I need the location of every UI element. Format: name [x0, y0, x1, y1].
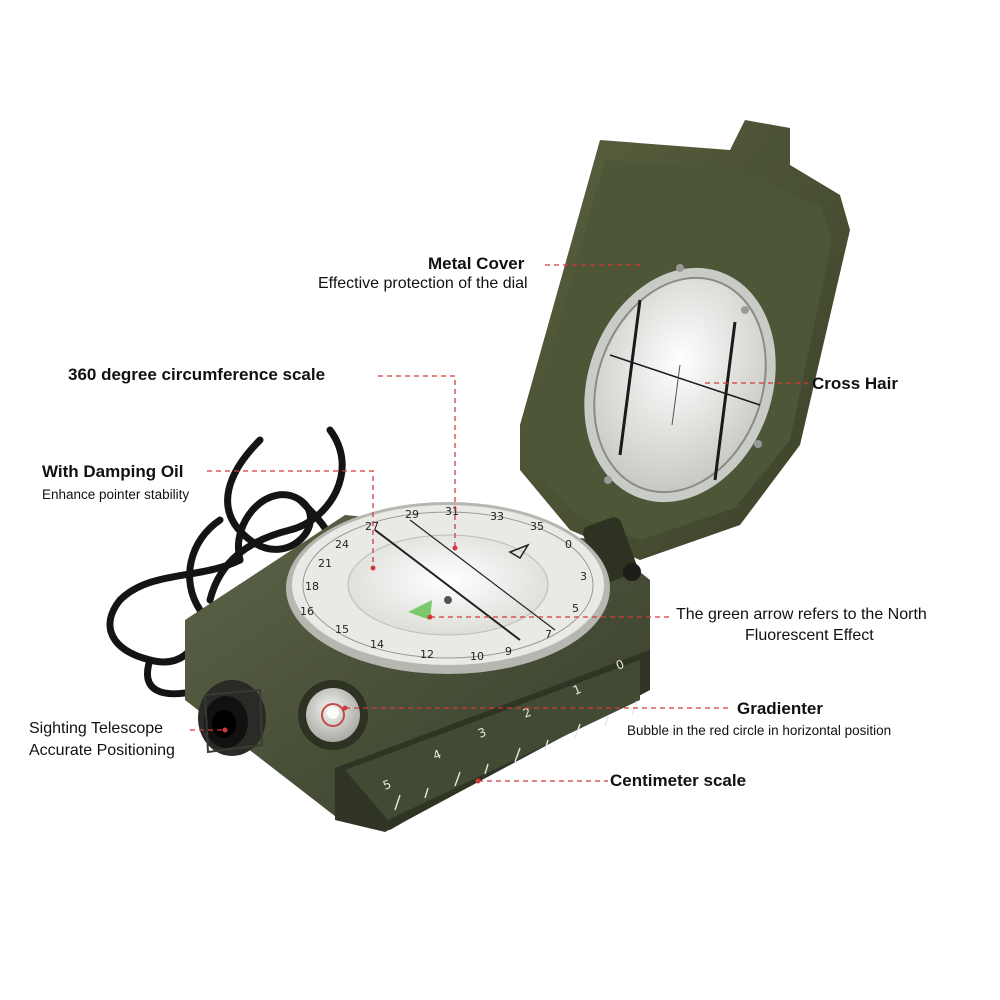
cm-scale-title: Centimeter scale [610, 771, 747, 790]
svg-text:10: 10 [470, 650, 484, 663]
svg-text:31: 31 [445, 505, 459, 518]
ruler-numbers: 5 4 3 2 1 0 [381, 657, 626, 793]
svg-text:12: 12 [420, 648, 434, 661]
centimeter-ruler [394, 700, 638, 811]
svg-text:18: 18 [305, 580, 319, 593]
dial-numbers: 16 18 21 24 27 29 31 33 35 0 3 5 7 9 10 … [300, 505, 587, 663]
svg-text:3: 3 [580, 570, 587, 583]
svg-text:29: 29 [405, 508, 419, 521]
compass-dial [286, 502, 610, 674]
svg-text:33: 33 [490, 510, 504, 523]
svg-text:14: 14 [370, 638, 384, 651]
scale-360-title: 360 degree circumference scale [68, 365, 326, 384]
gradienter-title: Gradienter [737, 699, 823, 718]
damping-oil-title: With Damping Oil [42, 462, 184, 481]
leader-dots [222, 545, 481, 784]
metal-cover-subtitle: Effective protection of the dial [318, 275, 528, 292]
telescope-subtitle: Accurate Positioning [29, 742, 175, 759]
north-arrow-title: The green arrow refers to the North [676, 606, 927, 623]
metal-cover-title: Metal Cover [428, 254, 525, 273]
svg-text:5: 5 [572, 602, 579, 615]
svg-text:16: 16 [300, 605, 314, 618]
svg-text:35: 35 [530, 520, 544, 533]
bubble-level [298, 680, 368, 750]
svg-text:7: 7 [545, 628, 552, 641]
cross-hair-title: Cross Hair [812, 374, 898, 393]
lanyard-cord [106, 426, 346, 698]
svg-text:21: 21 [318, 557, 332, 570]
metal-cover [520, 120, 850, 560]
sighting-lens [198, 680, 266, 756]
svg-text:0: 0 [565, 538, 572, 551]
north-arrow-subtitle: Fluorescent Effect [745, 627, 874, 644]
gradienter-subtitle: Bubble in the red circle in horizontal p… [627, 723, 892, 738]
svg-text:15: 15 [335, 623, 349, 636]
svg-text:24: 24 [335, 538, 349, 551]
svg-text:27: 27 [365, 520, 379, 533]
damping-oil-subtitle: Enhance pointer stability [42, 487, 190, 502]
leader-lines [190, 264, 808, 782]
telescope-title: Sighting Telescope [29, 720, 164, 737]
svg-text:9: 9 [505, 645, 512, 658]
